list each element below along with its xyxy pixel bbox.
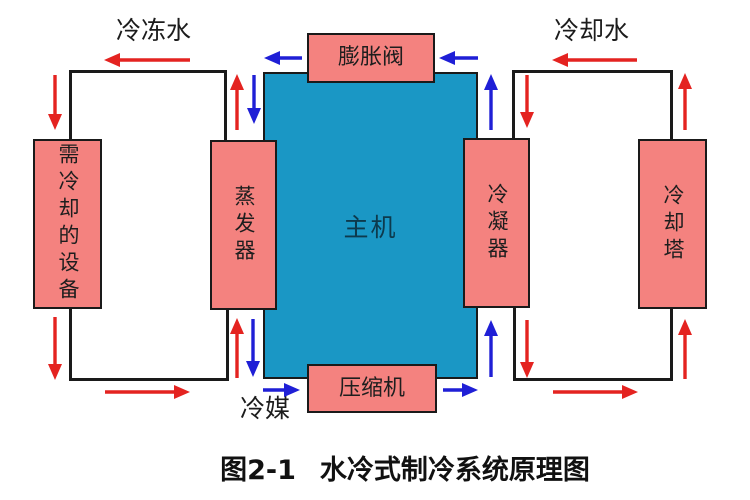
pipe-chilled-loop-top [69, 70, 227, 73]
arrow-chilled-water-return [105, 385, 190, 399]
cooling-tower-box: 冷却塔 [638, 139, 707, 309]
compressor-box: 压缩机 [307, 364, 437, 413]
cooling-water-label: 冷却水 [554, 16, 630, 45]
main-unit-label: 主机 [343, 212, 398, 242]
arrow-chilled-water-out-of-equipment [48, 317, 62, 380]
pipe-condenser-top-stem [512, 70, 515, 140]
figure-caption-number: 图2-1 [220, 455, 296, 486]
pipe-cooling-loop-top [512, 70, 673, 73]
compressor-label: 压缩机 [338, 375, 405, 401]
arrow-chilled-water-into-evaporator [230, 318, 244, 378]
arrow-cooling-water-out-of-condenser [520, 320, 534, 378]
evaporator-label: 蒸发器 [232, 184, 256, 266]
arrow-refrigerant-out-of-condenser [484, 74, 498, 130]
pipe-cooling-loop-right-upper [670, 70, 673, 140]
main-unit-box: 主机 [263, 72, 478, 379]
arrow-refrigerant-into-expansion-valve [439, 51, 478, 65]
pipe-chilled-loop-bottom [69, 378, 229, 381]
arrow-cooling-water-into-tower [678, 319, 692, 379]
arrow-chilled-water-into-equipment [48, 75, 62, 130]
pipe-cooling-loop-bottom [513, 378, 673, 381]
arrow-refrigerant-out-of-evaporator [246, 319, 260, 377]
pipe-evaporator-bottom-stem [226, 308, 229, 381]
pipe-evaporator-top-stem [224, 70, 227, 141]
arrow-refrigerant-into-condenser [484, 320, 498, 377]
cooled-equipment-label: 需冷却的设备 [56, 143, 80, 305]
figure-caption-title: 水冷式制冷系统原理图 [319, 455, 590, 486]
arrow-refrigerant-out-of-expansion-valve [264, 51, 302, 65]
arrow-chilled-water-out-of-evaporator [230, 74, 244, 130]
arrow-refrigerant-out-of-compressor [443, 383, 478, 397]
pipe-chilled-loop-left-upper [69, 70, 72, 140]
condenser-box: 冷凝器 [463, 138, 530, 308]
expansion-valve-box: 膨胀阀 [307, 33, 435, 83]
pipe-chilled-loop-left-lower [69, 308, 72, 381]
cooling-tower-label: 冷却塔 [661, 183, 685, 265]
refrigerant-label: 冷媒 [240, 394, 291, 423]
expansion-valve-label: 膨胀阀 [337, 45, 404, 70]
pipe-condenser-bottom-stem [513, 308, 516, 381]
arrow-chilled-water-supply [104, 53, 190, 67]
arrow-cooling-water-into-condenser [520, 75, 534, 128]
arrow-cooling-water-out-of-tower [678, 73, 692, 130]
arrow-refrigerant-into-evaporator [247, 75, 261, 124]
arrow-cooling-water-to-tower [553, 385, 638, 399]
arrow-cooling-water-to-condenser [552, 53, 637, 67]
condenser-label: 冷凝器 [485, 182, 509, 264]
figure-caption: 图2-1 水冷式制冷系统原理图 [60, 456, 750, 486]
cooled-equipment-box: 需冷却的设备 [33, 139, 102, 309]
chilled-water-label: 冷冻水 [116, 16, 192, 45]
evaporator-box: 蒸发器 [210, 140, 277, 310]
pipe-cooling-loop-right-lower [670, 308, 673, 381]
